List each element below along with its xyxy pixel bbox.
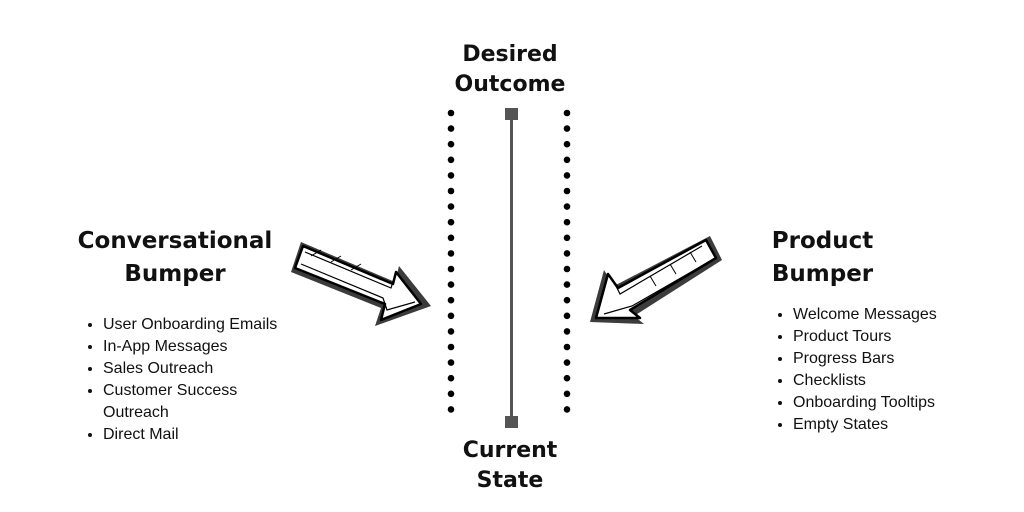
- bumper-dot: [563, 390, 571, 398]
- list-item: User Onboarding Emails: [103, 314, 303, 336]
- bumper-dot: [563, 218, 571, 226]
- bumper-dot: [447, 203, 455, 210]
- current-state-line2: State: [476, 468, 544, 493]
- left-dotted-bumper: [447, 109, 455, 413]
- current-state-line1: Current: [462, 438, 558, 463]
- bumper-dot: [447, 172, 455, 179]
- bumper-dot: [447, 343, 455, 351]
- bumper-dot: [563, 328, 571, 335]
- bumper-dot: [563, 125, 571, 132]
- bumper-dot: [563, 156, 571, 164]
- list-item: Welcome Messages: [793, 304, 993, 326]
- bumper-dot: [447, 125, 455, 132]
- bumper-dot: [447, 359, 455, 366]
- bumper-dot: [447, 265, 455, 273]
- bumper-dot: [447, 281, 455, 288]
- list-item: Checklists: [793, 370, 993, 392]
- right-dotted-bumper: [563, 109, 571, 413]
- bumper-dot: [447, 218, 455, 226]
- list-item: In-App Messages: [103, 336, 303, 358]
- progress-line: [505, 108, 518, 428]
- desired-outcome-line1: Desired: [462, 42, 558, 67]
- sketch-arrow-right-icon: [291, 242, 431, 326]
- list-item: Sales Outreach: [103, 358, 303, 380]
- conversational-title-line2: Bumper: [124, 261, 226, 287]
- conversational-bumper-title: Conversational Bumper: [55, 225, 295, 291]
- bumper-dot: [447, 234, 455, 242]
- bumper-dot: [563, 374, 571, 382]
- bumper-dot: [447, 406, 455, 413]
- bumper-dot: [563, 312, 571, 320]
- bumper-dot: [563, 359, 571, 366]
- bumper-dot: [563, 250, 571, 257]
- bumper-dot: [447, 109, 455, 117]
- list-item: Customer Success Outreach: [103, 380, 303, 424]
- bumper-dot: [447, 328, 455, 335]
- list-item: Progress Bars: [793, 348, 993, 370]
- bumper-dot: [563, 343, 571, 351]
- bumper-dot: [447, 250, 455, 257]
- bumper-dot: [447, 374, 455, 382]
- bumper-dot: [563, 140, 571, 148]
- bumper-dot: [563, 406, 571, 413]
- bumper-dot: [447, 390, 455, 398]
- list-item: Direct Mail: [103, 424, 303, 446]
- bumper-dot: [563, 203, 571, 210]
- bumper-dot: [563, 187, 571, 195]
- list-item: Onboarding Tooltips: [793, 392, 993, 414]
- top-end-marker: [505, 108, 518, 120]
- bumper-dot: [563, 296, 571, 304]
- sketch-arrow-left-icon: [590, 236, 722, 324]
- bumper-dot: [447, 187, 455, 195]
- product-title-line2: Bumper: [771, 261, 874, 287]
- bumper-dot: [447, 140, 455, 148]
- current-state-label: Current State: [420, 436, 600, 496]
- list-item: Product Tours: [793, 326, 993, 348]
- desired-outcome-label: Desired Outcome: [420, 40, 600, 100]
- conversational-title-line1: Conversational: [77, 228, 273, 254]
- list-item: Empty States: [793, 414, 993, 436]
- bumper-dot: [447, 296, 455, 304]
- product-title-line1: Product: [771, 228, 874, 254]
- bumper-dot: [563, 281, 571, 288]
- bottom-end-marker: [505, 416, 518, 428]
- conversational-bumper-list: User Onboarding Emails In-App Messages S…: [77, 314, 303, 446]
- bumper-dot: [447, 156, 455, 164]
- bumper-dot: [563, 234, 571, 242]
- desired-outcome-line2: Outcome: [454, 72, 566, 97]
- bumper-dot: [447, 312, 455, 320]
- bumper-dot: [563, 109, 571, 117]
- bumper-dot: [563, 172, 571, 179]
- bumper-dot: [563, 265, 571, 273]
- product-bumper-title: Product Bumper: [735, 225, 910, 291]
- product-bumper-list: Welcome Messages Product Tours Progress …: [767, 304, 993, 436]
